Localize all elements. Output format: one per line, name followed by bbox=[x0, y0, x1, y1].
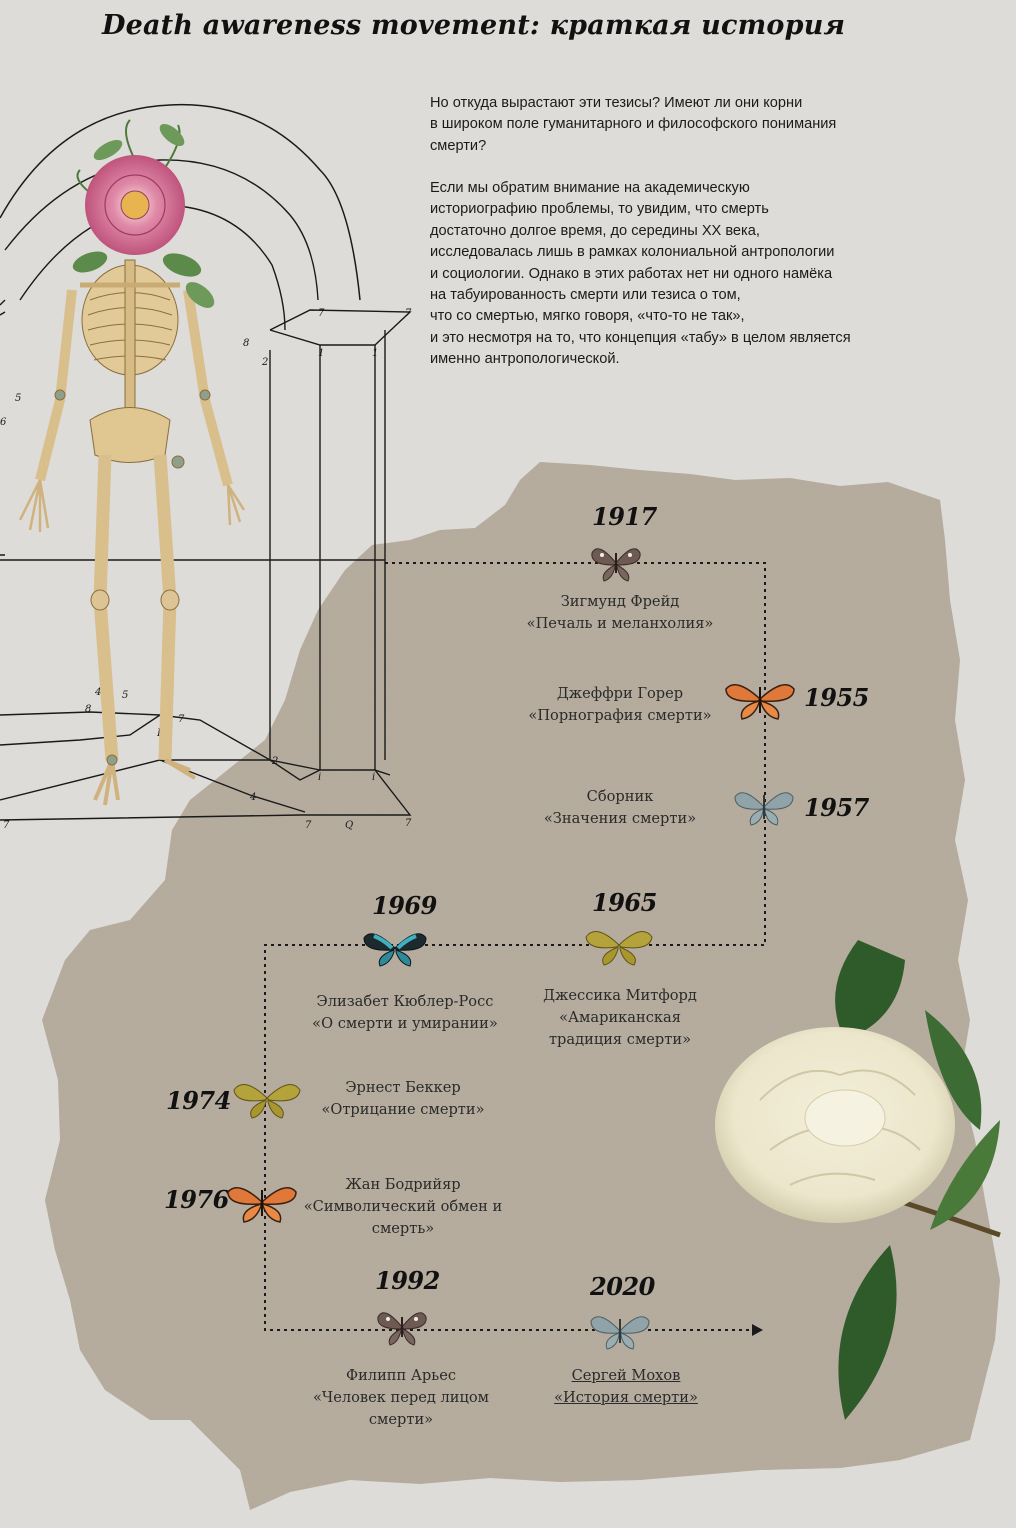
orange-butterfly-icon bbox=[227, 1187, 297, 1223]
year-label-1974: 1974 bbox=[166, 1086, 231, 1115]
svg-text:1: 1 bbox=[372, 348, 378, 359]
entry-work: «О смерти и умирании» bbox=[312, 1015, 498, 1032]
entry-author-link[interactable]: Сергей Мохов bbox=[571, 1367, 681, 1384]
entry-author: Жан Бодрийяр bbox=[345, 1176, 461, 1193]
olive-butterfly-icon bbox=[585, 931, 653, 966]
entry-author: Эрнест Беккер bbox=[345, 1079, 461, 1096]
entry-author: Элизабет Кюблер-Росс bbox=[316, 993, 494, 1010]
year-label-1955: 1955 bbox=[804, 683, 869, 712]
entry-work: «Отрицание смерти» bbox=[321, 1101, 485, 1118]
svg-text:5: 5 bbox=[122, 690, 128, 701]
timeline-entry-1957: Сборник «Значения смерти» bbox=[490, 786, 750, 830]
intro-paragraph-2: Если мы обратим внимание на академическу… bbox=[430, 180, 851, 368]
entry-work: «Порнография смерти» bbox=[528, 707, 712, 724]
svg-text:7: 7 bbox=[3, 820, 10, 831]
timeline-entry-1965: Джессика Митфорд «Амариканская традиция … bbox=[490, 985, 750, 1051]
timeline-path bbox=[264, 562, 766, 1331]
grey-blue-butterfly-icon bbox=[590, 1316, 650, 1350]
svg-text:7: 7 bbox=[305, 820, 312, 831]
year-label-1957: 1957 bbox=[804, 793, 869, 822]
brown-butterfly-icon bbox=[377, 1312, 427, 1346]
brown-butterfly-icon bbox=[591, 548, 641, 582]
svg-text:7: 7 bbox=[405, 818, 412, 829]
svg-text:1: 1 bbox=[318, 348, 324, 359]
timeline-entry-1974: Эрнест Беккер «Отрицание смерти» bbox=[273, 1077, 533, 1121]
svg-text:i: i bbox=[318, 772, 321, 783]
page-title: Death awareness movement: краткая истори… bbox=[102, 10, 846, 41]
intro-paragraph-1: Но откуда вырастают эти тезисы? Имеют ли… bbox=[430, 95, 837, 154]
year-label-2020: 2020 bbox=[590, 1272, 655, 1301]
timeline-arrow-icon bbox=[752, 1324, 763, 1336]
orange-butterfly-icon bbox=[725, 684, 795, 720]
torn-paper-background bbox=[42, 462, 1000, 1510]
entry-work-link[interactable]: «История смерти» bbox=[554, 1389, 698, 1406]
timeline-entry-1955: Джеффри Горер «Порнография смерти» bbox=[490, 683, 750, 727]
olive-butterfly-icon bbox=[233, 1084, 301, 1119]
year-label-1969: 1969 bbox=[372, 891, 437, 920]
rose-flower-icon bbox=[72, 119, 215, 308]
timeline-entry-1976: Жан Бодрийяр «Символический обмен и смер… bbox=[273, 1174, 533, 1240]
year-label-1917: 1917 bbox=[592, 502, 657, 531]
svg-text:4: 4 bbox=[249, 792, 256, 803]
entry-work: «Человек перед лицом смерти» bbox=[312, 1389, 489, 1428]
year-label-1992: 1992 bbox=[375, 1266, 440, 1295]
svg-text:7: 7 bbox=[405, 308, 412, 319]
svg-text:8: 8 bbox=[85, 704, 91, 715]
timeline-entry-1969: Элизабет Кюблер-Росс «О смерти и умирани… bbox=[275, 991, 535, 1035]
svg-text:2: 2 bbox=[261, 357, 268, 368]
year-label-1976: 1976 bbox=[164, 1185, 229, 1214]
entry-work: «Значения смерти» bbox=[543, 810, 697, 827]
white-camellia-flower-icon bbox=[715, 940, 1001, 1420]
timeline-entry-2020: Сергей Мохов «История смерти» bbox=[496, 1365, 756, 1409]
grey-blue-butterfly-icon bbox=[734, 792, 794, 826]
entry-work: «Печаль и меланхолия» bbox=[526, 615, 714, 632]
svg-text:5: 5 bbox=[15, 393, 21, 404]
entry-author: Джеффри Горер bbox=[556, 685, 684, 702]
svg-text:Q: Q bbox=[345, 820, 353, 831]
svg-text:4: 4 bbox=[94, 687, 101, 698]
entry-work: «Символический обмен и смерть» bbox=[303, 1198, 503, 1237]
arch-line-drawing bbox=[0, 103, 412, 821]
entry-author: Филипп Арьес bbox=[345, 1367, 457, 1384]
entry-work: «Амариканская традиция смерти» bbox=[548, 1009, 692, 1048]
svg-text:8: 8 bbox=[243, 338, 249, 349]
year-label-1965: 1965 bbox=[592, 888, 657, 917]
timeline-entry-1992: Филипп Арьес «Человек перед лицом смерти… bbox=[271, 1365, 531, 1431]
timeline-entry-1917: Зигмунд Фрейд «Печаль и меланхолия» bbox=[490, 591, 750, 635]
svg-text:7: 7 bbox=[178, 714, 185, 725]
skeleton-illustration bbox=[18, 259, 246, 806]
entry-author: Сборник bbox=[586, 788, 654, 805]
svg-text:7: 7 bbox=[318, 308, 325, 319]
entry-author: Зигмунд Фрейд bbox=[560, 593, 680, 610]
svg-text:2: 2 bbox=[271, 756, 278, 767]
blue-green-butterfly-icon bbox=[363, 933, 427, 967]
entry-author: Джессика Митфорд bbox=[543, 987, 697, 1004]
svg-text:i: i bbox=[372, 772, 375, 783]
svg-text:6: 6 bbox=[0, 417, 7, 428]
